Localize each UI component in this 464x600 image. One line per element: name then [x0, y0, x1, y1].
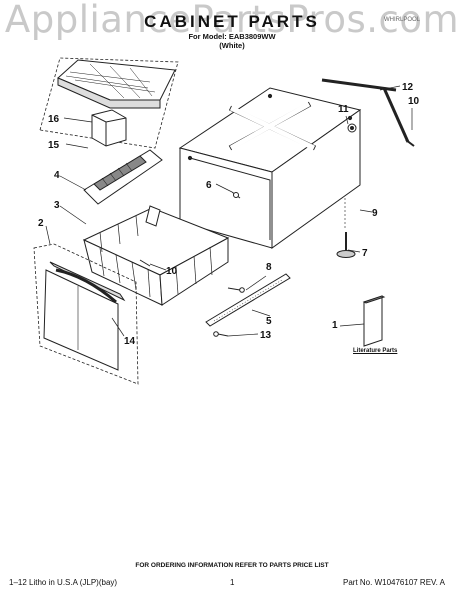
- callout-3: 3: [54, 200, 60, 211]
- callout-6: 6: [206, 180, 212, 191]
- callout-7: 7: [362, 248, 368, 259]
- part-12-rod: [321, 78, 415, 147]
- callout-12: 12: [402, 82, 414, 93]
- manufacturer: WHIRLPOOL: [384, 17, 421, 23]
- part-9-cabinet: [178, 87, 362, 249]
- callout-15: 15: [48, 140, 60, 151]
- part-3-drawer-basket: [82, 205, 230, 306]
- drawer-front-outline: [33, 243, 139, 385]
- part-13-screw: [213, 331, 229, 337]
- model-color: (White): [219, 41, 245, 50]
- callout-9: 9: [372, 208, 378, 219]
- callout-2: 2: [38, 218, 44, 229]
- callout-5: 5: [266, 316, 272, 327]
- callout-8: 8: [266, 262, 272, 273]
- callout-11: 11: [338, 104, 349, 115]
- part-16-storage-bin: [91, 109, 127, 147]
- footer-litho: 1–12 Litho in U.S.A (JLP)(bay): [9, 578, 118, 587]
- part-14-drawer-front: [43, 261, 126, 371]
- part-1-literature: [362, 295, 386, 347]
- part-10-screw: [139, 259, 151, 267]
- footer-page-number: 1: [230, 578, 235, 587]
- part-6-screw: [231, 191, 241, 199]
- literature-parts-label: Literature Parts: [353, 348, 398, 354]
- part-4-control-panel: [83, 149, 163, 205]
- page-title: CABINET PARTS: [144, 12, 320, 31]
- callout-10-right: 10: [408, 96, 420, 107]
- callout-16: 16: [48, 114, 60, 125]
- leader-lines: [45, 85, 413, 337]
- watermark: AppliancePartsPros.com: [4, 0, 460, 41]
- callout-10-center: 10: [166, 266, 178, 277]
- footer-part-number: Part No. W10476107 REV. A: [343, 578, 445, 587]
- ordering-note: FOR ORDERING INFORMATION REFER TO PARTS …: [135, 562, 329, 569]
- callout-4: 4: [54, 170, 60, 181]
- callout-1: 1: [332, 320, 338, 331]
- part-15-crisper-lid: [57, 59, 176, 109]
- callout-14: 14: [124, 336, 136, 347]
- callout-13: 13: [260, 330, 272, 341]
- part-8-screw: [227, 287, 245, 293]
- model-number: For Model: EAB3809WW: [188, 32, 276, 41]
- part-5-slide-rail: [205, 273, 291, 327]
- part-7-leveling-leg: [336, 232, 356, 258]
